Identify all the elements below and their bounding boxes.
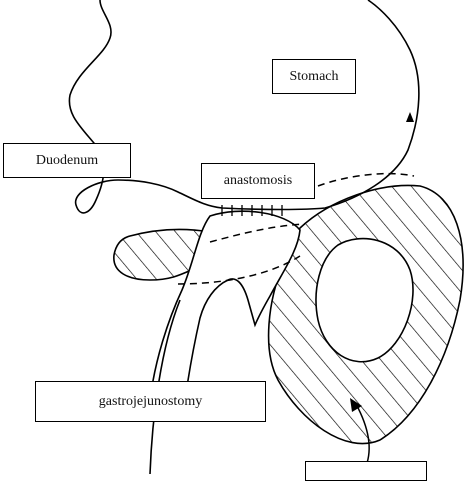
anastomosis-label: anastomosis: [201, 163, 315, 199]
jejunal-loop-hatched: [267, 184, 464, 445]
bottom-label-box: [305, 461, 427, 481]
flow-arrowhead: [406, 112, 414, 122]
dashed-hidden-line: [317, 172, 415, 187]
anastomosis-stitches: [221, 205, 283, 216]
gastrojejunostomy-label: gastrojejunostomy: [35, 381, 266, 422]
afferent-limb-hatched: [113, 228, 213, 281]
dashed-hidden-line: [177, 255, 301, 285]
duodenum-label: Duodenum: [3, 143, 131, 178]
dashed-hidden-line: [209, 223, 306, 243]
stomach-label: Stomach: [272, 59, 356, 94]
stomach-outline: [68, 0, 420, 214]
pointer-arrowhead: [350, 398, 362, 412]
